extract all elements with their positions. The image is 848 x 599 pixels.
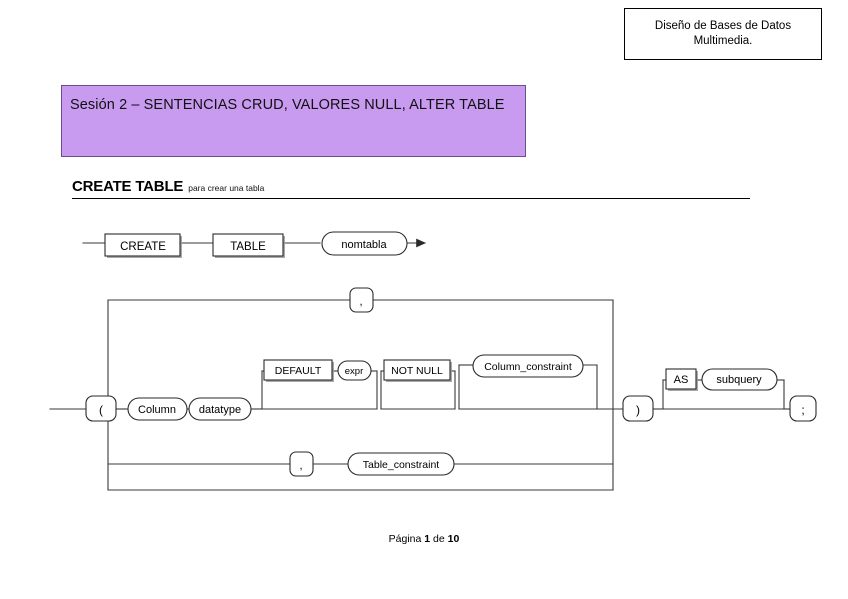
- footer-middle: de: [433, 533, 445, 545]
- section-heading-line: CREATE TABLE para crear una tabla: [72, 178, 750, 198]
- node-label-nomtabla: nomtabla: [341, 239, 387, 251]
- node-label-default: DEFAULT: [275, 365, 322, 377]
- node-label-column: Column: [138, 404, 176, 416]
- header-box-text: Diseño de Bases de Datos Multimedia.: [655, 19, 791, 49]
- section-divider: [72, 198, 750, 199]
- node-table: [212, 233, 284, 257]
- node-label-expr: expr: [345, 366, 363, 377]
- footer-prefix: Página: [388, 533, 422, 545]
- node-datatype: [188, 397, 252, 421]
- node-expr: [337, 360, 372, 381]
- node-label-table: TABLE: [230, 241, 266, 253]
- page-title: CREATE TABLE: [72, 178, 184, 195]
- section-subtitle: para crear una tabla: [188, 183, 265, 193]
- node-label-comma-top: ,: [359, 296, 362, 308]
- node-label-as: AS: [674, 374, 689, 386]
- document-header-box: Diseño de Bases de Datos Multimedia.: [624, 8, 822, 60]
- node-open-paren: [85, 395, 117, 422]
- section-heading: CREATE TABLE para crear una tabla: [72, 178, 750, 199]
- node-as: [665, 368, 697, 390]
- session-title-banner: Sesión 2 – SENTENCIAS CRUD, VALORES NULL…: [61, 85, 526, 157]
- node-label-subquery: subquery: [716, 374, 762, 386]
- node-semicolon: [789, 395, 817, 422]
- node-column: [127, 397, 188, 421]
- node-label-datatype: datatype: [199, 404, 241, 416]
- header-line-2: Multimedia.: [693, 35, 753, 47]
- node-label-open-paren: (: [99, 403, 103, 417]
- node-subquery: [701, 368, 778, 391]
- rail-arrow-up: [104, 413, 112, 421]
- node-comma-top: [349, 287, 374, 313]
- session-title-text: Sesión 2 – SENTENCIAS CRUD, VALORES NULL…: [70, 97, 505, 113]
- footer-total-pages: 10: [447, 533, 460, 545]
- node-comma-bottom: [289, 451, 314, 477]
- header-line-1: Diseño de Bases de Datos: [654, 20, 792, 32]
- node-label-column-constraint: Column_constraint: [484, 361, 572, 373]
- node-nomtabla: [321, 231, 408, 256]
- rail-arrow-down: [104, 398, 112, 406]
- node-label-create: CREATE: [120, 241, 166, 253]
- node-close-paren: [622, 395, 654, 422]
- node-create: [104, 233, 181, 257]
- node-label-not-null: NOT NULL: [391, 365, 443, 377]
- node-not-null: [383, 359, 451, 381]
- node-label-semicolon: ;: [801, 403, 804, 417]
- page-footer: Página 1 de 10: [0, 533, 848, 545]
- node-column-constraint: [472, 354, 584, 378]
- node-label-comma-bottom: ,: [299, 460, 302, 472]
- node-default: [263, 359, 333, 381]
- node-label-close-paren: ): [636, 403, 640, 417]
- node-label-table-constraint: Table_constraint: [363, 459, 440, 471]
- footer-page-number: 1: [424, 533, 431, 545]
- node-table-constraint: [347, 452, 455, 476]
